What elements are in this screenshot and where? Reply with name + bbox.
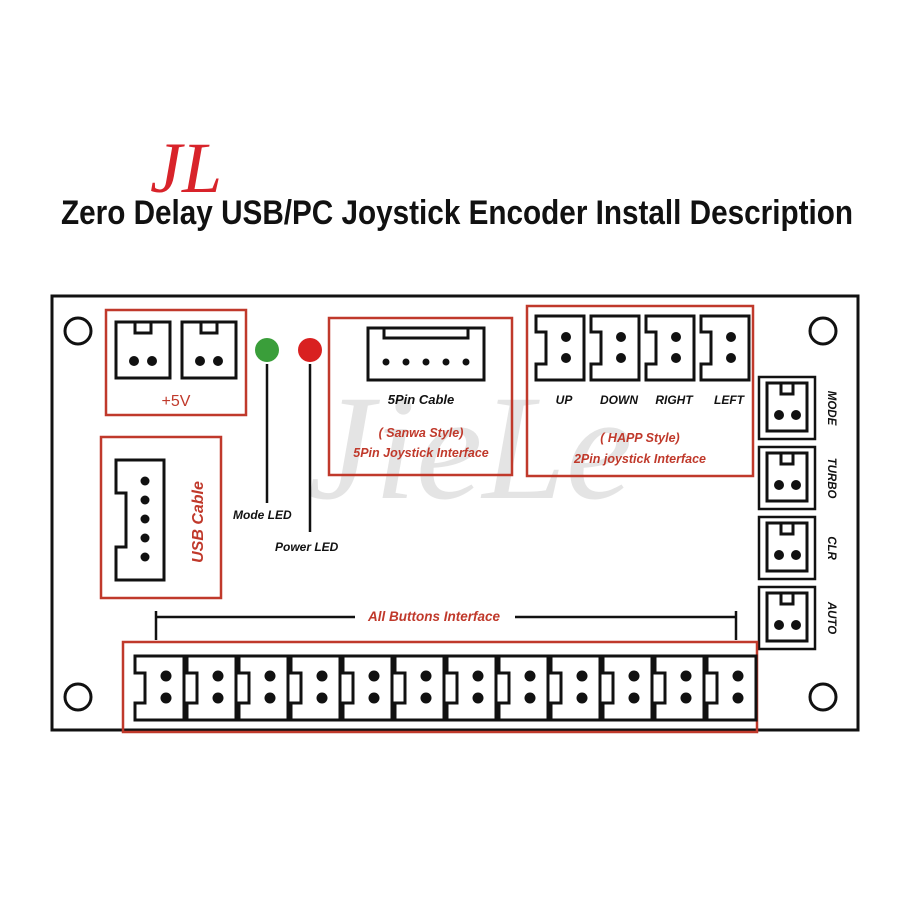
- mode-led-label: Mode LED: [233, 508, 292, 522]
- happ-label-up: UP: [556, 393, 574, 407]
- happ-connectors: [534, 314, 751, 382]
- side-button-auto: AUTO: [757, 585, 837, 651]
- button-connector: [601, 654, 654, 722]
- board-outline: [50, 294, 860, 732]
- side-button-turbo: TURBO: [757, 445, 837, 511]
- happ-direction-labels: UP DOWN RIGHT LEFT: [556, 393, 746, 407]
- usb-label: USB Cable: [190, 481, 207, 563]
- power-box: [104, 308, 248, 417]
- happ-connector-right: [644, 314, 696, 382]
- bottom-connectors: [133, 654, 758, 722]
- sanwa-desc: 5Pin Joystick Interface: [353, 446, 489, 460]
- button-connector: [393, 654, 446, 722]
- usb-connector: [114, 458, 166, 582]
- happ-label-down: DOWN: [600, 393, 638, 407]
- button-connector: [497, 654, 550, 722]
- button-connector: [185, 654, 238, 722]
- power-connector-1: [114, 320, 172, 380]
- sanwa-style: ( Sanwa Style): [379, 426, 464, 440]
- button-connector: [653, 654, 706, 722]
- side-label-mode: MODE: [825, 391, 837, 426]
- mode-led: [255, 338, 279, 362]
- button-connector: [705, 654, 758, 722]
- buttons-label-bg: [355, 604, 515, 628]
- mounting-hole: [63, 316, 93, 346]
- button-connector: [549, 654, 602, 722]
- button-connector: [445, 654, 498, 722]
- side-label-turbo: TURBO: [825, 458, 837, 499]
- mounting-hole: [808, 316, 838, 346]
- sanwa-title: 5Pin Cable: [388, 392, 454, 407]
- side-button-clr: CLR: [757, 515, 837, 581]
- button-connector: [237, 654, 290, 722]
- mounting-hole: [63, 682, 93, 712]
- happ-style: ( HAPP Style): [600, 431, 679, 445]
- side-button-mode: MODE: [757, 375, 837, 441]
- side-buttons: MODE TURBO CLR AUTO: [757, 375, 837, 651]
- power-led: [298, 338, 322, 362]
- power-label: +5V: [162, 393, 191, 410]
- side-label-clr: CLR: [825, 536, 837, 560]
- sanwa-box: [327, 316, 514, 477]
- logo: JL: [150, 128, 222, 208]
- mounting-hole: [808, 682, 838, 712]
- sanwa-connector: [366, 326, 486, 382]
- happ-desc: 2Pin joystick Interface: [573, 452, 706, 466]
- happ-label-right: RIGHT: [655, 393, 694, 407]
- happ-connector-left: [699, 314, 751, 382]
- watermark: JieLe: [308, 365, 633, 531]
- power-connector-2: [180, 320, 238, 380]
- usb-box: [99, 435, 223, 600]
- happ-connector-down: [589, 314, 641, 382]
- button-connector: [341, 654, 394, 722]
- power-led-label: Power LED: [275, 540, 339, 554]
- button-connector: [133, 654, 186, 722]
- happ-connector-up: [534, 314, 586, 382]
- happ-box: [525, 304, 755, 478]
- page-title: Zero Delay USB/PC Joystick Encoder Insta…: [61, 194, 853, 232]
- side-label-auto: AUTO: [825, 601, 837, 634]
- buttons-label: All Buttons Interface: [367, 609, 501, 624]
- button-connector: [289, 654, 342, 722]
- happ-label-left: LEFT: [714, 393, 746, 407]
